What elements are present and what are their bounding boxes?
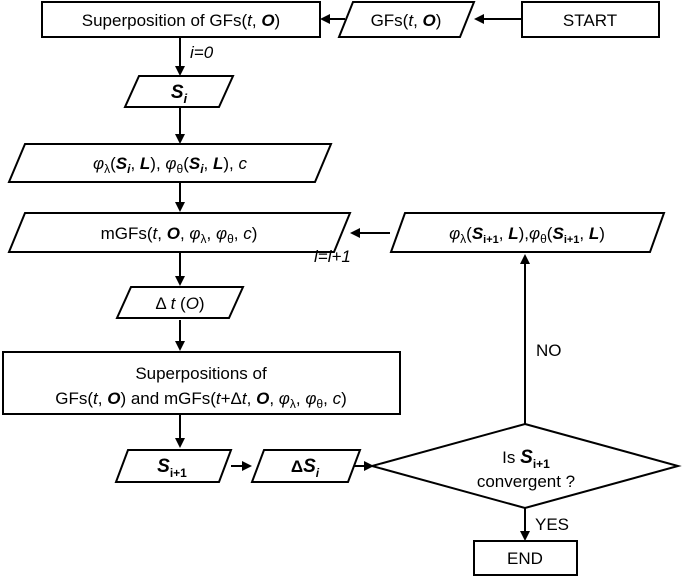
decision-line2: convergent ? xyxy=(477,472,575,491)
arrowhead xyxy=(175,276,185,286)
arrowhead xyxy=(474,14,484,24)
arrowhead xyxy=(350,228,360,238)
superposition-process-box xyxy=(41,1,321,38)
phi-snext-label: φλ(Si+1, L),φθ(Si+1, L) xyxy=(449,224,605,246)
gfs-input-label: GFs(t, O) xyxy=(371,11,442,30)
start-terminal xyxy=(521,1,660,38)
no-label: NO xyxy=(536,341,562,360)
gfs-input-shape xyxy=(337,1,476,38)
arrowhead xyxy=(242,461,252,471)
start-label: START xyxy=(563,11,617,30)
phi-si-label: φλ(Si, L), φθ(Si, L), c xyxy=(93,154,248,176)
yes-label: YES xyxy=(535,515,569,534)
arrowhead xyxy=(175,438,185,448)
delta-si-label: ΔSi xyxy=(291,456,320,480)
arrowhead xyxy=(520,531,530,541)
arrowhead xyxy=(175,202,185,212)
decision-line1: Is Si+1 xyxy=(502,447,550,471)
superpositions-line1: Superpositions of xyxy=(135,364,267,383)
arrowhead xyxy=(320,14,330,24)
superpositions-line2: GFs(t, O) and mGFs(t+Δt, O, φλ, φθ, c) xyxy=(55,389,346,411)
snext-label: Si+1 xyxy=(157,456,187,480)
si-label: Si xyxy=(171,82,188,106)
connectors xyxy=(175,14,530,541)
phi-si-shape xyxy=(7,143,333,183)
convergence-decision-diamond xyxy=(368,422,682,510)
superposition-label: Superposition of GFs(t, O) xyxy=(82,11,280,30)
arrowhead xyxy=(520,254,530,264)
end-terminal xyxy=(473,540,578,576)
snext-shape xyxy=(114,449,233,483)
arrowhead xyxy=(175,134,185,144)
mgfs-shape xyxy=(7,212,352,253)
delta-si-shape xyxy=(250,449,362,483)
delta-t-label: Δ t (O) xyxy=(155,294,204,313)
phi-snext-shape xyxy=(389,212,666,253)
mgfs-label: mGFs(t, O, φλ, φθ, c) xyxy=(101,224,258,246)
delta-t-shape xyxy=(115,286,245,319)
arrowhead xyxy=(175,66,185,76)
iteration-init-label: i=0 xyxy=(190,43,214,62)
arrowhead xyxy=(175,341,185,351)
si-shape xyxy=(123,75,235,108)
superpositions-process-box xyxy=(2,351,401,415)
increment-label: i=i+1 xyxy=(314,247,351,266)
end-label: END xyxy=(507,549,543,568)
